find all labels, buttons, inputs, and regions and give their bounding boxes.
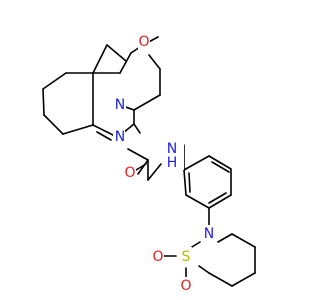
bond <box>106 44 127 62</box>
bond <box>198 265 210 274</box>
bond <box>133 123 141 134</box>
bond <box>208 272 233 287</box>
bond <box>42 88 45 116</box>
double-bond <box>188 172 191 193</box>
bond <box>208 155 232 170</box>
nitrogen-atom: N <box>113 128 125 145</box>
oxygen-atom: O <box>138 33 150 50</box>
atom-label-n: N <box>115 97 125 113</box>
bond <box>42 72 67 90</box>
structure-diagram: O N N O N H N S O <box>42 33 256 294</box>
bond <box>148 54 161 70</box>
bond <box>92 44 108 74</box>
sulfur-atom: S <box>180 247 192 265</box>
bond <box>231 272 256 287</box>
atom-label-n: N <box>167 141 177 157</box>
atom-label-n: N <box>115 129 125 145</box>
double-bond <box>208 192 227 204</box>
molecule-svg: O N N O N H N S O <box>42 33 256 294</box>
bond <box>133 94 161 111</box>
double-bond <box>137 159 149 175</box>
atom-label-o: O <box>180 278 191 294</box>
double-bond <box>119 52 132 74</box>
oxygen-atom: O <box>124 164 136 181</box>
bond-layer <box>42 36 256 287</box>
bond <box>183 155 210 171</box>
atom-label-o: O <box>152 249 163 265</box>
bond <box>62 124 94 135</box>
nitrogen-atom: N <box>114 97 126 114</box>
nitrogen-atom: N <box>203 225 215 242</box>
bond <box>183 169 187 196</box>
oxygen-atom: O <box>152 248 164 265</box>
atom-label-h: H <box>167 155 178 171</box>
bond <box>127 148 149 161</box>
bond <box>231 233 256 248</box>
bond <box>43 114 64 135</box>
bond <box>92 124 114 136</box>
bond <box>185 194 210 209</box>
bond <box>208 194 232 209</box>
amide-nitrogen-atom: N H <box>162 141 184 171</box>
oxygen-atom: O <box>180 277 192 294</box>
bond <box>217 233 233 243</box>
atom-label-o: O <box>124 165 135 181</box>
double-bond <box>96 131 112 141</box>
bond <box>147 163 162 181</box>
atom-label-o: O <box>138 34 149 50</box>
atom-label-n: N <box>204 226 214 242</box>
atom-layer: O N N O N H N S O <box>113 33 215 294</box>
atom-label-s: S <box>182 249 191 265</box>
double-bond <box>211 161 230 173</box>
